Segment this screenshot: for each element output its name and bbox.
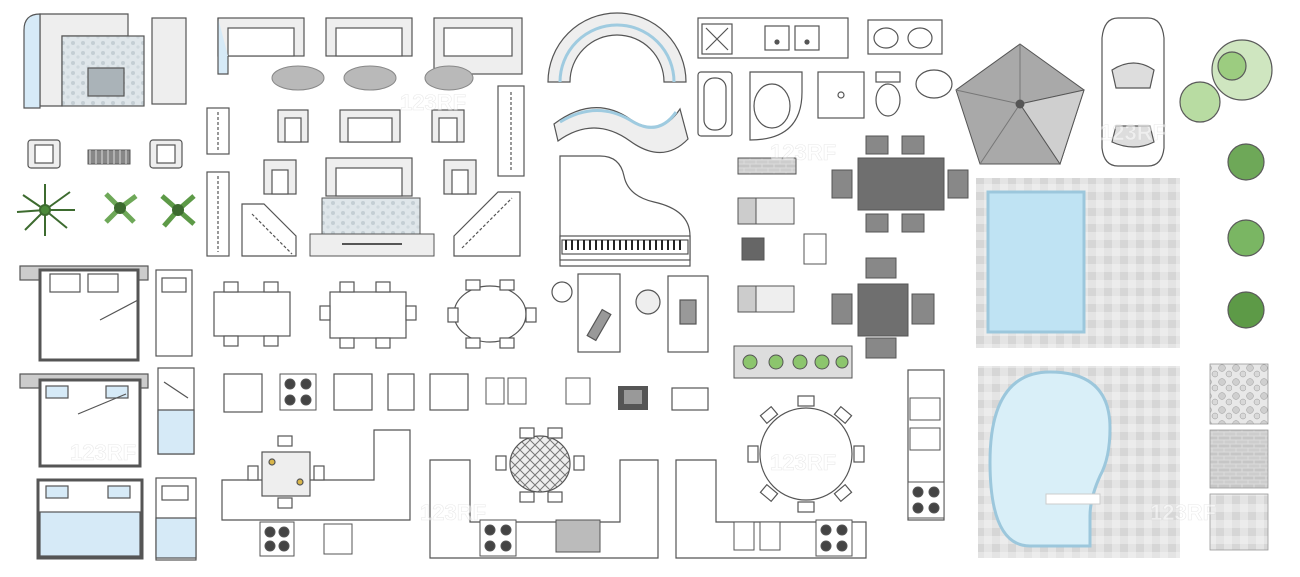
dining-table-icon (213, 279, 537, 349)
oven-icon (618, 386, 648, 410)
rug-icon (87, 149, 131, 165)
desk-icon (551, 273, 709, 353)
svg-text:123RF: 123RF (1150, 500, 1216, 525)
watermark: 123RF 123RF 123RF 123RF 123RF 123RF 123R… (70, 90, 1217, 526)
sofa-icon (217, 17, 523, 75)
toilet-icon (875, 71, 901, 117)
shower-icon (817, 71, 865, 119)
svg-text:123RF: 123RF (70, 440, 136, 465)
sun-lounger-icon (737, 157, 827, 313)
stove-icon (259, 373, 945, 557)
sink-icon (764, 19, 953, 99)
svg-text:123RF: 123RF (1100, 120, 1166, 145)
double-bed-icon (19, 265, 149, 560)
coffee-table-icon (309, 197, 435, 257)
rug-icon (271, 65, 474, 91)
round-table-icon (247, 395, 865, 513)
umbrella-icon (955, 43, 1085, 166)
car-icon (1101, 17, 1165, 167)
planter-icon (733, 345, 853, 379)
svg-text:123RF: 123RF (420, 500, 486, 525)
armchair-icon (27, 139, 183, 169)
svg-text:123RF: 123RF (400, 90, 466, 115)
sink-icon (323, 377, 941, 555)
pool-icon (976, 178, 1180, 558)
side-table-icon (206, 85, 525, 257)
curved-sofa-icon (547, 12, 689, 154)
corner-sofa-icon (241, 191, 521, 257)
plant-icon (16, 184, 196, 236)
tree-icon (1179, 39, 1273, 329)
single-bed-icon (155, 269, 197, 561)
sectional-sofa-icon (23, 13, 187, 109)
paving-tile-icon (1209, 363, 1269, 551)
armchair-icon (263, 109, 477, 197)
patio-table-icon (831, 135, 969, 359)
bathtub-icon (697, 71, 803, 141)
grand-piano-icon (559, 155, 691, 267)
svg-text:123RF: 123RF (770, 140, 836, 165)
svg-text:123RF: 123RF (770, 450, 836, 475)
